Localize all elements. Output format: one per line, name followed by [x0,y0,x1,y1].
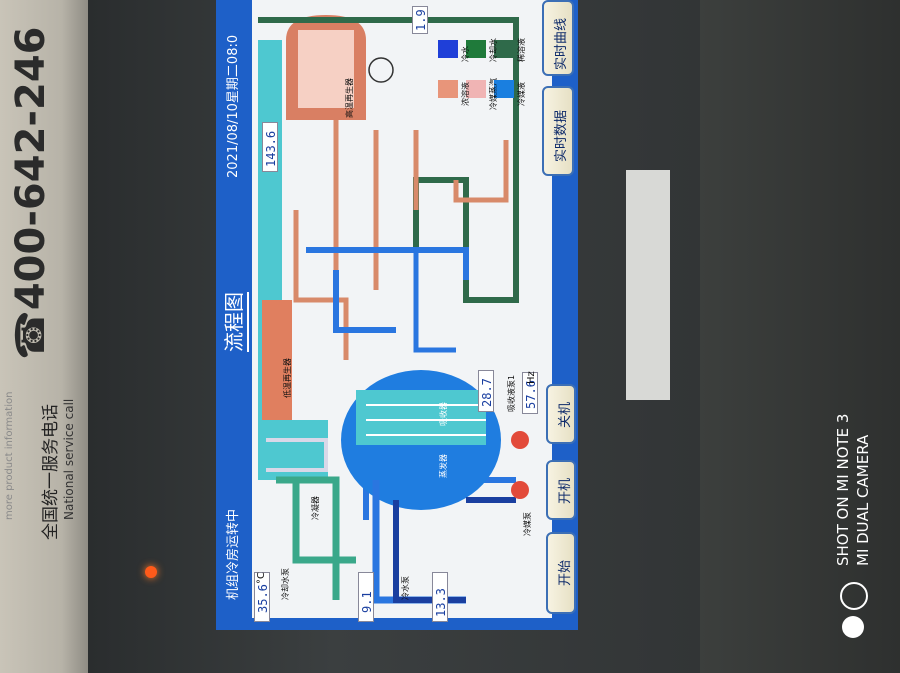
page-title: 流程图 [218,292,249,352]
low-temp-generator-label: 低温再生器 [283,358,292,398]
camera-logo-dot-icon [842,616,864,638]
product-info-text: more product information [4,391,15,520]
camera-watermark-line1: SHOT ON MI NOTE 3 [834,413,852,566]
datetime-text: 2021/08/10星期二08:0 [226,34,241,178]
absorber-label: 吸收器 [439,402,448,426]
power-off-button[interactable]: 关机 [546,384,576,444]
legend-refrig-vapor: 冷媒蒸汽 [489,78,498,110]
absorb-pump-icon [511,431,529,449]
temp-unit-label: °C [256,572,267,584]
wall-background [700,0,900,673]
power-led-icon [145,566,157,578]
service-call-cn: 全国统一服务电话 [41,404,61,540]
camera-logo-icon [840,582,868,610]
start-button[interactable]: 开始 [546,532,576,614]
cooling-water-pump-label: 冷却水泵 [281,568,290,600]
service-sticker-strip: ☎400-642-246 全国统一服务电话 National service c… [0,0,88,673]
chilled-out-temp-readout: 9.1 [358,572,374,622]
phone-number-text: ☎400-642-246 [8,26,54,360]
chilled-in-temp-readout: 13.3 [432,572,448,622]
condenser-label: 冷凝器 [311,496,320,520]
freq-unit-label: Hz [526,371,537,384]
generator-temp-readout: 143.6 [262,122,278,172]
legend-cooling-water: 冷却水 [489,38,498,62]
high-temp-generator-label: 高温再生器 [345,78,354,118]
process-diagram [224,0,552,618]
chilled-water-pump-label: 冷水泵 [401,576,410,600]
realtime-curve-button[interactable]: 实时曲线 [542,0,574,76]
paper-sticker [626,170,670,400]
pump-frequency-readout: 57.6 [522,372,538,414]
absorb-pump-label: 吸收液泵1 [507,374,516,412]
camera-watermark-line2: MI DUAL CAMERA [854,434,872,566]
cooling-water-temp-readout: 35.6 [254,572,270,622]
realtime-data-button[interactable]: 实时数据 [542,86,574,176]
legend-concentrate: 浓溶液 [461,82,470,106]
refrig-pump-label: 冷媒泵 [523,512,532,536]
legend-chilled-water: 冷水 [461,46,470,62]
evaporator-label: 蒸发器 [439,454,448,478]
power-on-button[interactable]: 开机 [546,460,576,520]
legend-dilute: 稀溶液 [517,38,526,62]
burner-icon [368,57,394,83]
status-text: 机组冷房运转中 [226,508,241,600]
service-call-en: National service call [62,398,76,520]
absorber-temp-readout: 28.7 [478,370,494,412]
legend-swatches [438,40,514,98]
top-value-readout: 1.9 [412,6,428,34]
legend-refrig-liquid: 冷媒液 [517,82,526,106]
refrig-pump-icon [511,481,529,499]
hmi-screen: 流程图 机组冷房运转中 2021/08/10星期二08:0 35.6 9.1 1… [216,0,578,630]
